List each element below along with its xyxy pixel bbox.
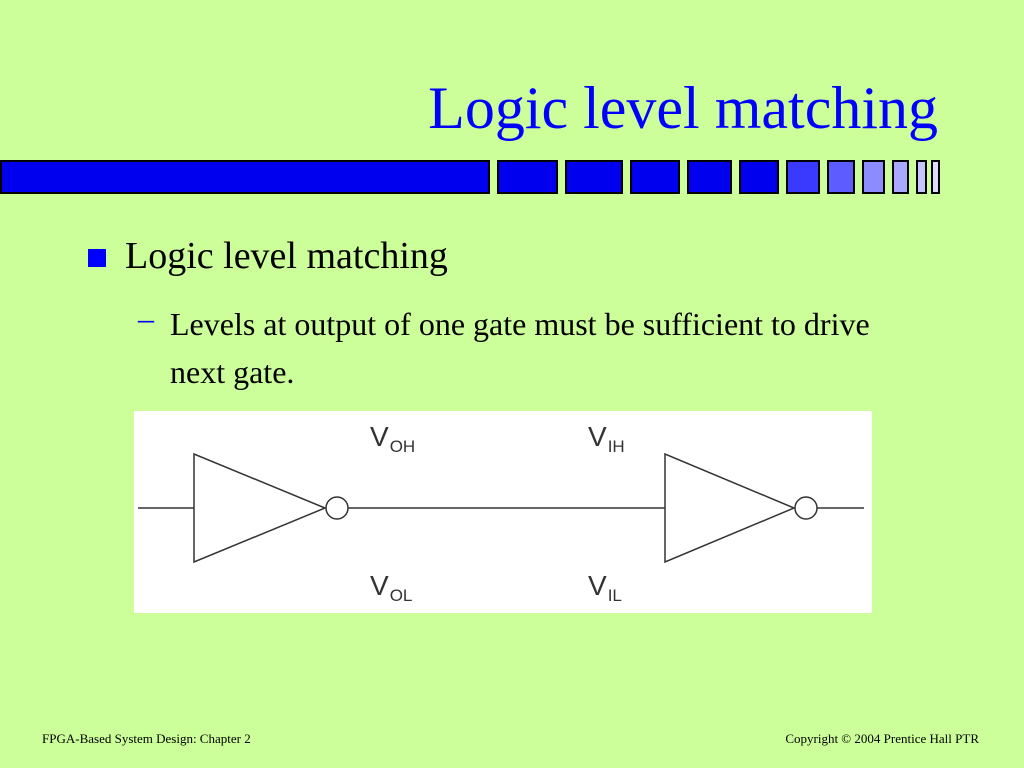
footer-right: Copyright © 2004 Prentice Hall PTR bbox=[785, 731, 979, 746]
bar-segment bbox=[0, 160, 490, 194]
vil-label: VIL bbox=[588, 570, 622, 605]
inverter-chain-diagram: VOH VIH VOL VIL bbox=[134, 411, 872, 613]
bar-segment bbox=[916, 160, 927, 194]
bar-segment bbox=[862, 160, 885, 194]
inverter-1-bubble bbox=[325, 496, 349, 520]
bar-segment bbox=[497, 160, 558, 194]
bar-segment bbox=[892, 160, 909, 194]
inverter-2-triangle bbox=[664, 452, 796, 564]
bullet-text: Logic level matching bbox=[125, 235, 448, 277]
footer-left: FPGA-Based System Design: Chapter 2 bbox=[42, 731, 251, 746]
bar-segment bbox=[827, 160, 855, 194]
vol-label: VOL bbox=[370, 570, 412, 605]
bar-segment bbox=[565, 160, 623, 194]
bar-segment bbox=[931, 160, 940, 194]
bar-segment bbox=[687, 160, 732, 194]
inverter-1-triangle bbox=[193, 452, 327, 564]
voh-label: VOH bbox=[370, 421, 415, 456]
sub-bullet-text: Levels at output of one gate must be suf… bbox=[170, 306, 870, 390]
bar-segment bbox=[786, 160, 820, 194]
sub-bullet-dash: – bbox=[138, 300, 154, 336]
diagram-svg: VOH VIH VOL VIL bbox=[138, 421, 864, 605]
slide-title: Logic level matching bbox=[428, 75, 938, 141]
bar-segment bbox=[739, 160, 779, 194]
bullet-square-icon bbox=[88, 249, 106, 267]
vih-label: VIH bbox=[588, 421, 625, 456]
decorative-bar bbox=[0, 160, 1024, 194]
bar-segment bbox=[630, 160, 680, 194]
inverter-2-bubble bbox=[794, 496, 818, 520]
